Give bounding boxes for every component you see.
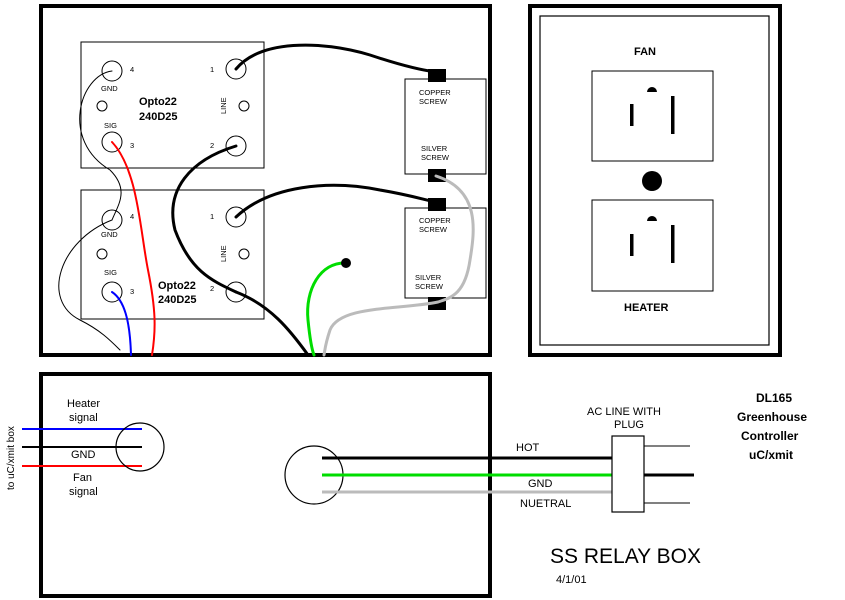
receptacle-center-screw bbox=[642, 171, 662, 191]
relay-1-part: 240D25 bbox=[139, 111, 178, 123]
relay-2-pin2: 2 bbox=[210, 284, 214, 293]
relay-1-pin4: 4 bbox=[130, 65, 134, 74]
relay-1-gnd-terminal bbox=[101, 60, 123, 82]
heater-outlet bbox=[591, 199, 714, 292]
signal-connector bbox=[115, 422, 165, 472]
relay-2-gnd-terminal bbox=[101, 209, 123, 231]
outlet-1-silver-label: SILVER bbox=[421, 144, 448, 153]
relay-1-model: Opto22 bbox=[139, 96, 177, 108]
title-greenhouse: Greenhouse bbox=[737, 410, 807, 424]
relay-2: 4 GND SIG 3 1 2 LINE Opto22 240D25 bbox=[80, 189, 265, 320]
relay-box-wiring bbox=[58, 43, 475, 357]
connection-enclosure bbox=[39, 372, 492, 598]
plug-label-1: AC LINE WITH bbox=[587, 406, 661, 418]
title-controller: Controller bbox=[741, 429, 799, 443]
relay-2-model: Opto22 bbox=[158, 280, 196, 292]
signal-wiring bbox=[22, 422, 165, 472]
plug-label-2: PLUG bbox=[614, 419, 644, 431]
diagram-date: 4/1/01 bbox=[556, 574, 587, 586]
heater-signal-label-2: signal bbox=[69, 412, 98, 424]
ac-gnd-label: GND bbox=[528, 478, 553, 490]
relay-2-pin3: 3 bbox=[130, 287, 134, 296]
relay-2-part: 240D25 bbox=[158, 294, 197, 306]
title-dl165: DL165 bbox=[756, 391, 792, 405]
heater-outlet-label: HEATER bbox=[624, 302, 668, 314]
outlet-2-silver-label: SILVER bbox=[415, 273, 442, 282]
relay-2-line1-terminal bbox=[225, 206, 247, 228]
relay-1-mount-hole bbox=[238, 100, 250, 112]
relay-2-gnd-label: GND bbox=[101, 230, 118, 239]
relay-enclosure bbox=[39, 4, 492, 357]
relay-1-mount-hole bbox=[96, 100, 108, 112]
hot-label: HOT bbox=[516, 442, 540, 454]
heater-signal-label-1: Heater bbox=[67, 398, 100, 410]
outlet-2-screw-block: COPPER SCREW SILVER SCREW bbox=[404, 198, 487, 310]
relay-1-sig-label: SIG bbox=[104, 121, 117, 130]
gnd-signal-label: GND bbox=[71, 449, 96, 461]
fan-signal-label-1: Fan bbox=[73, 472, 92, 484]
receptacle-box bbox=[528, 4, 782, 357]
relay-2-pin1: 1 bbox=[210, 212, 214, 221]
relay-1-pin3: 3 bbox=[130, 141, 134, 150]
relay-1-sig-terminal bbox=[101, 131, 123, 153]
relay-2-line-label: LINE bbox=[219, 245, 228, 262]
outlet-1-screw-block: COPPER SCREW SILVER SCREW bbox=[404, 69, 487, 182]
neutral-label: NUETRAL bbox=[520, 498, 571, 510]
title-ucxmit: uC/xmit bbox=[749, 448, 793, 462]
ac-wiring bbox=[284, 435, 694, 513]
ac-plug bbox=[611, 435, 645, 513]
outlet-2-copper-screw: SCREW bbox=[419, 225, 448, 234]
relay-1-gnd-label: GND bbox=[101, 84, 118, 93]
relay-2-pin4: 4 bbox=[130, 212, 134, 221]
outlet-1-copper-label: COPPER bbox=[419, 88, 451, 97]
outlet-1-silver-screw: SCREW bbox=[421, 153, 450, 162]
relay-2-mount-hole bbox=[96, 248, 108, 260]
outlet-2-copper-label: COPPER bbox=[419, 216, 451, 225]
relay-1: 4 GND SIG 3 1 2 LINE Opto22 240D25 bbox=[80, 41, 265, 169]
diagram-title: SS RELAY BOX bbox=[550, 545, 701, 568]
relay-2-sig-label: SIG bbox=[104, 268, 117, 277]
outlet-2-silver-screw: SCREW bbox=[415, 282, 444, 291]
relay-2-sig-terminal bbox=[101, 281, 123, 303]
receptacle-plate bbox=[539, 15, 770, 346]
relay-2-mount-hole bbox=[238, 248, 250, 260]
to-uc-label: to uC/xmit box bbox=[6, 426, 17, 490]
fan-outlet-label: FAN bbox=[634, 46, 656, 58]
relay-1-pin2: 2 bbox=[210, 141, 214, 150]
fan-outlet bbox=[591, 70, 714, 162]
relay-2-line2-terminal bbox=[225, 281, 247, 303]
outlet-1-copper-screw: SCREW bbox=[419, 97, 448, 106]
relay-1-line2-terminal bbox=[225, 135, 247, 157]
relay-1-line1-terminal bbox=[225, 58, 247, 80]
fan-signal-label-2: signal bbox=[69, 486, 98, 498]
relay-1-pin1: 1 bbox=[210, 65, 214, 74]
relay-1-line-label: LINE bbox=[219, 97, 228, 114]
